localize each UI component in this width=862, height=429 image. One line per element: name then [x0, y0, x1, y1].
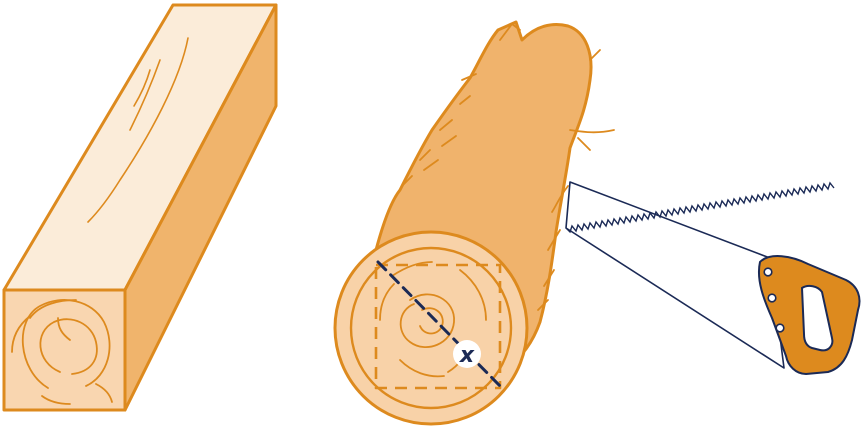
x-marker-circle — [453, 340, 481, 368]
beam-end-rings — [11, 299, 113, 405]
saw-blade — [565, 181, 785, 369]
round-log — [333, 20, 615, 426]
diagonal-x-marker: x — [453, 340, 481, 368]
saw-rivet — [763, 267, 773, 277]
beam-cut-outline — [374, 263, 502, 390]
diagonal-label: x — [459, 343, 475, 368]
saw-teeth — [565, 181, 835, 234]
saw-rivet — [775, 323, 785, 333]
saw-rivet — [767, 293, 777, 303]
beam-grain — [87, 37, 189, 223]
square-beam — [2, 3, 278, 412]
log-end-inner-ring — [349, 246, 513, 410]
log-end-face — [333, 230, 529, 426]
hand-saw — [565, 181, 861, 375]
diagonal-dashed-line — [376, 260, 502, 388]
saw-handle-grip-hole — [800, 284, 834, 352]
log-bark-marks — [401, 23, 615, 311]
